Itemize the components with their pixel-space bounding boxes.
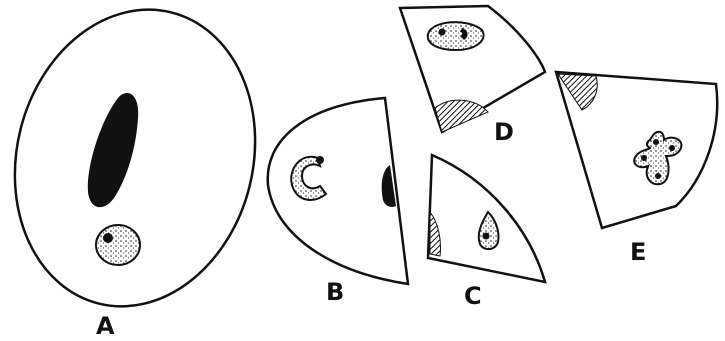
fragment-d-parasite-dot [439, 29, 446, 36]
label-c: C [464, 282, 482, 310]
fragment-e-dot-2 [669, 145, 675, 151]
fragment-d-parasite [428, 22, 484, 50]
figure-a: A [0, 0, 286, 340]
cell-a-outline [0, 0, 286, 332]
figure-d: D [400, 6, 545, 146]
fragment-e-dot-1 [653, 139, 659, 145]
figure-b: B [268, 98, 408, 306]
label-e: E [630, 238, 646, 266]
label-d: D [494, 118, 514, 146]
fragment-e-dot-3 [641, 155, 647, 161]
figure-c: C [428, 155, 545, 310]
fragment-e-dot-4 [655, 173, 661, 179]
label-a: A [96, 312, 115, 340]
fragment-c-parasite-dot [483, 233, 490, 240]
figure-e: E [556, 72, 717, 266]
label-b: B [326, 278, 344, 306]
cell-a-parasite [96, 225, 140, 265]
cell-a-parasite-dot [103, 233, 113, 243]
fragment-b-parasite-dot [316, 156, 324, 164]
